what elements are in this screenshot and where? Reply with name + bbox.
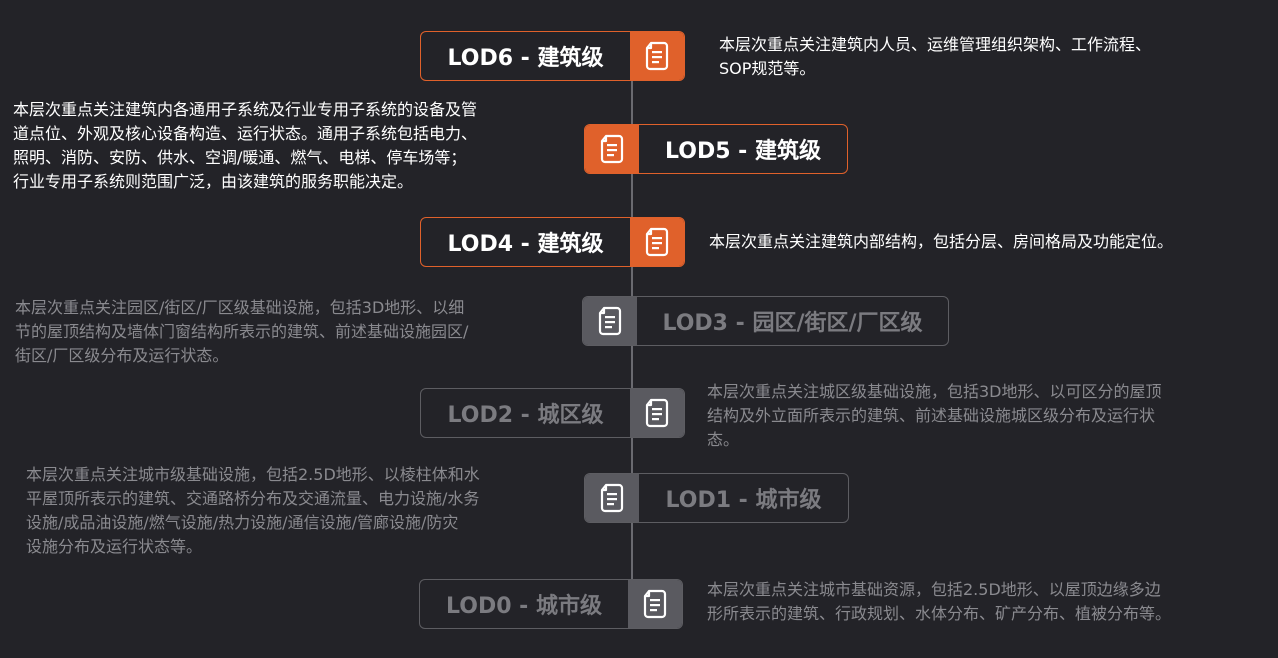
document-icon [585,125,639,173]
lod0-node[interactable]: LOD0 - 城市级 [419,579,683,629]
lod5-node[interactable]: LOD5 - 建筑级 [584,124,848,174]
document-icon [630,218,684,266]
lod4-label: LOD4 - 建筑级 [447,232,604,257]
document-icon [630,32,684,80]
lod3-description: 本层次重点关注园区/街区/厂区级基础设施，包括3D地形、以细 节的屋顶结构及墙体… [15,298,469,365]
lod4-node[interactable]: LOD4 - 建筑级 [420,217,685,267]
lod6-node[interactable]: LOD6 - 建筑级 [420,31,685,81]
document-icon [583,297,637,345]
lod1-label: LOD1 - 城市级 [665,488,822,513]
lod0-description: 本层次重点关注城市基础资源，包括2.5D地形、以屋顶边缘多边 形所表示的建筑、行… [707,580,1172,623]
lod1-node[interactable]: LOD1 - 城市级 [584,473,849,523]
lod5-label: LOD5 - 建筑级 [665,139,821,164]
lod1-description: 本层次重点关注城市级基础设施，包括2.5D地形、以棱柱体和水 平屋顶所表示的建筑… [26,465,480,556]
lod5-description: 本层次重点关注建筑内各通用子系统及行业专用子系统的设备及管 道点位、外观及核心设… [13,100,478,191]
lod6-description: 本层次重点关注建筑内人员、运维管理组织架构、工作流程、 SOP规范等。 [719,35,1152,78]
document-icon [630,389,684,437]
lod2-node[interactable]: LOD2 - 城区级 [420,388,685,438]
lod3-label: LOD3 - 园区/街区/厂区级 [662,311,923,336]
lod6-label: LOD6 - 建筑级 [447,46,604,71]
lod0-label: LOD0 - 城市级 [446,594,602,619]
lod2-label: LOD2 - 城区级 [447,403,604,428]
document-icon [628,580,682,628]
lod3-node[interactable]: LOD3 - 园区/街区/厂区级 [582,296,949,346]
document-icon [585,474,639,522]
lod2-description: 本层次重点关注城区级基础设施，包括3D地形、以可区分的屋顶 结构及外立面所表示的… [707,382,1162,449]
lod4-description: 本层次重点关注建筑内部结构，包括分层、房间格局及功能定位。 [709,232,1174,251]
